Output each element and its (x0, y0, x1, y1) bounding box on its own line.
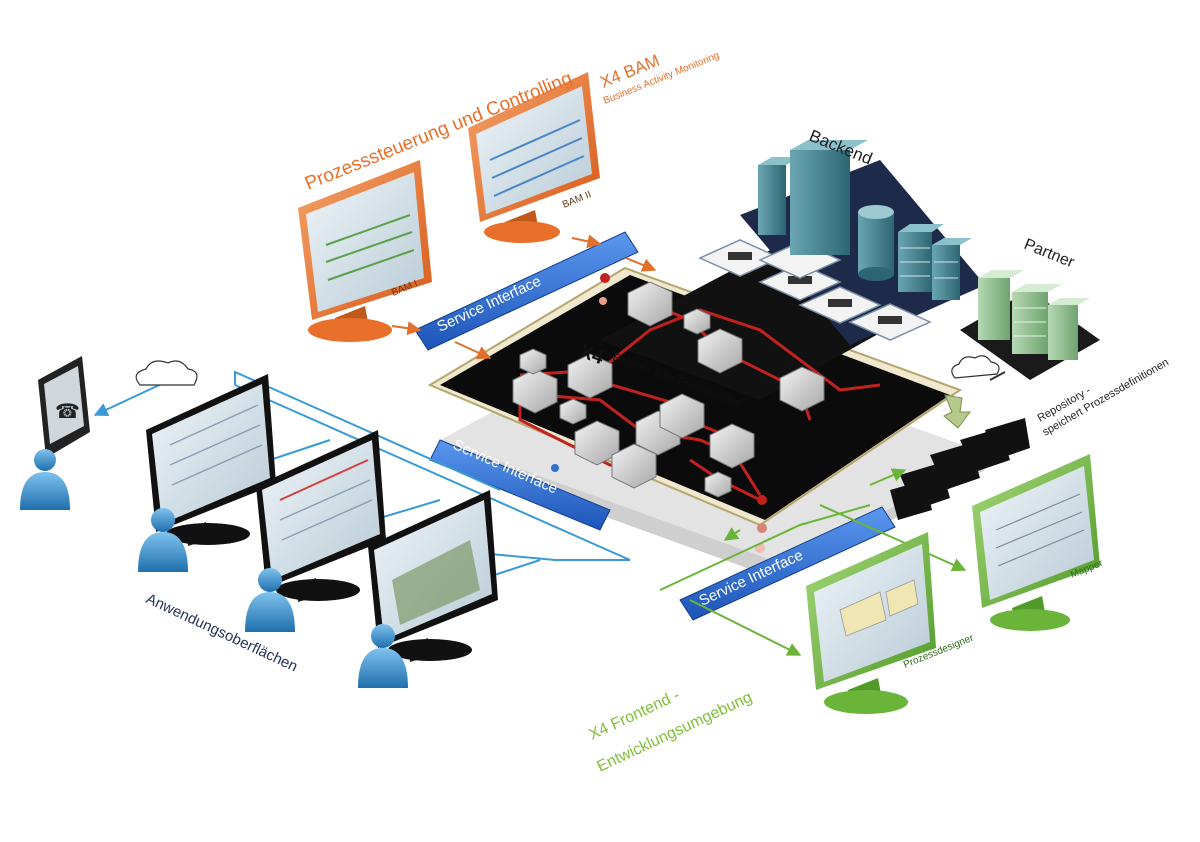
process-node-icon (704, 471, 732, 498)
svg-text:☎: ☎ (55, 401, 80, 423)
adapter-icon (798, 286, 882, 324)
process-node-icon (567, 353, 613, 399)
monitor-icon (468, 72, 600, 243)
server-icon (1012, 284, 1062, 354)
user-icon (20, 449, 70, 510)
adapter-icons (698, 239, 932, 341)
user-icon (358, 624, 408, 688)
monitor-icon (298, 160, 432, 342)
user-icon (245, 568, 295, 632)
process-node-icon (683, 308, 711, 335)
server-icon (1048, 298, 1090, 360)
bam-connectors (391, 234, 657, 360)
server-icon (758, 157, 800, 235)
server-icon (898, 224, 944, 292)
process-node-icons (512, 281, 825, 498)
connector-lines-green (659, 468, 967, 656)
server-icon (790, 140, 868, 255)
process-node-icon (779, 366, 825, 412)
process-node-icon (559, 398, 587, 425)
cloud-icon (135, 360, 198, 386)
process-node-icon (709, 423, 755, 469)
repository-documents (890, 418, 1030, 520)
user-icon (138, 508, 188, 572)
process-node-icon (697, 328, 743, 374)
process-node-icon (611, 443, 657, 489)
monitor-icon (256, 430, 386, 602)
adapter-icon (848, 303, 932, 341)
phone-icon: ☎ (38, 356, 90, 458)
process-node-icon (627, 281, 673, 327)
repository-arrow (943, 394, 971, 429)
partner-group (960, 270, 1100, 380)
database-icon (858, 205, 894, 281)
process-node-icon (659, 393, 705, 439)
monitor-icon (146, 374, 276, 546)
bam2-label: BAM II (561, 189, 593, 210)
backend-group (698, 140, 985, 345)
cloud-icon (951, 355, 1006, 381)
repository-label-2: speichert Prozessdefinitionen (1041, 356, 1171, 438)
monitor-icon (806, 532, 936, 714)
partner-label: Partner (1022, 236, 1078, 272)
server-icon (932, 238, 972, 300)
process-node-icon (519, 348, 547, 375)
monitor-icon (972, 454, 1100, 631)
monitor-icon (368, 490, 498, 662)
server-icon (978, 270, 1024, 340)
